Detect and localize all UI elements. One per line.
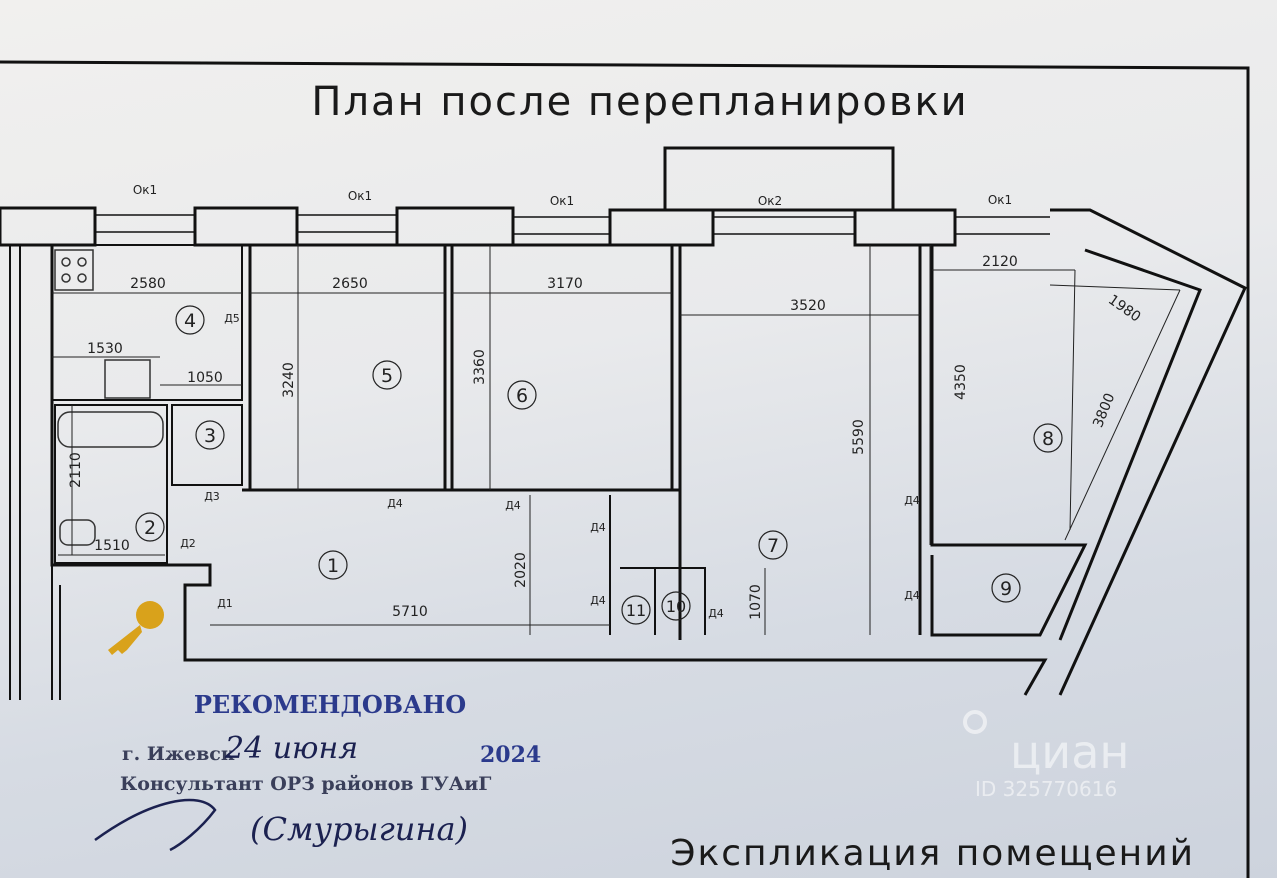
- room-number: 6: [516, 385, 528, 407]
- door-label: Д4: [590, 521, 606, 534]
- dimension-label: 2650: [332, 276, 368, 292]
- fixtures: [54, 249, 164, 546]
- dimension-label: 1510: [94, 538, 130, 554]
- stove-icon: [54, 249, 94, 291]
- dimension-label: 1050: [187, 370, 223, 386]
- stamp-year: 2024: [480, 742, 541, 768]
- room-number: 3: [204, 425, 216, 447]
- window-label: Ок1: [348, 189, 372, 203]
- sink-icon: [104, 359, 151, 399]
- dimension-label: 5710: [392, 604, 428, 620]
- dimension-label: 5590: [851, 419, 867, 455]
- key-icon: [108, 601, 164, 655]
- room-number: 8: [1042, 428, 1054, 450]
- dimension-label: 2120: [982, 254, 1018, 270]
- stamp-line1: РЕКОМЕНДОВАНО: [194, 690, 466, 719]
- approval-stamp: РЕКОМЕНДОВАНО г. Ижевск 24 июня 2024 Кон…: [94, 690, 541, 852]
- dimension-label: 4350: [953, 364, 969, 400]
- stamp-city: г. Ижевск: [122, 743, 235, 765]
- walls: [0, 146, 1247, 700]
- explication-heading: Экспликация помещений: [670, 833, 1195, 874]
- dimension-label: 3240: [281, 362, 297, 398]
- room-number: 2: [144, 517, 156, 539]
- plan-title: План после перепланировки: [311, 79, 968, 125]
- window-labels: Ок1 Ок1 Ок1 Ок2 Ок1: [133, 183, 1012, 208]
- window-label: Ок1: [133, 183, 157, 197]
- door-label: Д2: [180, 537, 196, 550]
- dimension-label: 2110: [68, 452, 84, 488]
- room-numbers: [135, 305, 1063, 625]
- room-number: 7: [767, 535, 779, 557]
- door-labels: Д5 Д3 Д4 Д4 Д4 Д4 Д4 Д2 Д1 Д4 Д4: [180, 312, 920, 620]
- window-label: Ок2: [758, 194, 782, 208]
- drawing-frame: [0, 60, 1250, 878]
- door-label: Д4: [904, 589, 920, 602]
- toilet-icon: [59, 519, 96, 546]
- dimension-label: 3360: [472, 349, 488, 385]
- room-number: 11: [626, 601, 646, 620]
- dimension-label: 2580: [130, 276, 166, 292]
- door-label: Д4: [590, 594, 606, 607]
- dimension-label: 1530: [87, 341, 123, 357]
- window-label: Ок1: [988, 193, 1012, 207]
- room-number: 5: [381, 365, 393, 387]
- room-number: 9: [1000, 578, 1012, 600]
- dimension-label: 3800: [1090, 391, 1118, 430]
- dimension-lines: [52, 245, 1181, 635]
- dimension-label: 1070: [748, 584, 764, 620]
- door-label: Д5: [224, 312, 240, 325]
- dimension-label: 3170: [547, 276, 583, 292]
- room-number: 1: [327, 555, 339, 577]
- dimension-label: 3520: [790, 298, 826, 314]
- room-number: 4: [184, 310, 196, 332]
- signature: (Смурыгина): [250, 810, 468, 848]
- door-label: Д4: [708, 607, 724, 620]
- stamp-line3: Консультант ОРЗ районов ГУАиГ: [120, 773, 491, 795]
- door-label: Д1: [217, 597, 233, 610]
- watermark-id: ID 325770616: [975, 777, 1117, 801]
- location-pin-icon: [963, 710, 987, 734]
- dimension-label: 2020: [513, 552, 529, 588]
- bathtub-icon: [57, 411, 164, 448]
- room-number: 10: [666, 597, 686, 616]
- door-label: Д4: [505, 499, 521, 512]
- window-label: Ок1: [550, 194, 574, 208]
- stamp-date: 24 июня: [224, 731, 358, 766]
- dimension-labels: 2580 2650 3170 3520 2120 1980 3800 4350 …: [68, 254, 1143, 620]
- door-label: Д4: [387, 497, 403, 510]
- dimension-label: 1980: [1105, 292, 1143, 326]
- watermark-brand: циан: [1010, 725, 1129, 779]
- door-label: Д3: [204, 490, 220, 503]
- watermark: циан ID 325770616: [963, 710, 1129, 801]
- door-label: Д4: [904, 494, 920, 507]
